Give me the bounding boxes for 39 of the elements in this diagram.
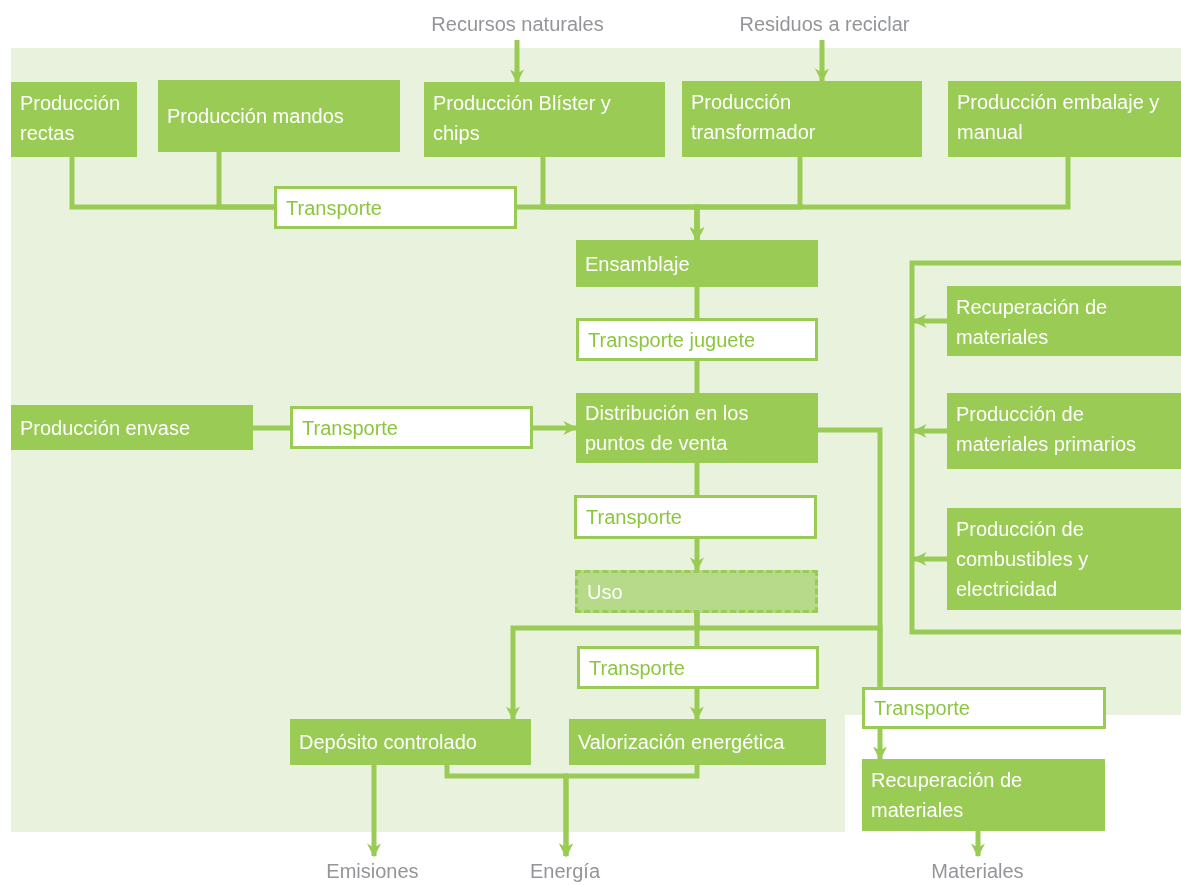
process-box: Producción Blíster y chips bbox=[424, 82, 665, 157]
flow-label: Energía bbox=[500, 856, 630, 885]
arrow bbox=[510, 40, 524, 84]
transport-box: Transporte juguete bbox=[576, 318, 818, 361]
process-box: Producción embalaje y manual bbox=[948, 81, 1181, 157]
arrow bbox=[367, 765, 381, 858]
use-box: Uso bbox=[575, 570, 818, 613]
transport-box: Transporte bbox=[574, 495, 817, 539]
arrow bbox=[559, 765, 700, 858]
flow-label: Recursos naturales bbox=[405, 8, 630, 40]
arrow bbox=[912, 552, 947, 566]
arrow bbox=[690, 689, 704, 721]
flow-label: Materiales bbox=[900, 856, 1055, 885]
transport-box: Transporte bbox=[290, 406, 533, 449]
arrow bbox=[815, 40, 829, 83]
flow-label: Residuos a reciclar bbox=[712, 8, 937, 40]
process-box: Recuperación de materiales bbox=[947, 286, 1181, 356]
process-box: Valorización energética bbox=[569, 719, 826, 765]
process-box: Producción rectas bbox=[11, 82, 137, 157]
arrow bbox=[533, 421, 578, 435]
flow-label: Emisiones bbox=[300, 856, 445, 885]
arrow bbox=[690, 157, 1071, 242]
process-box: Producción de materiales primarios bbox=[947, 393, 1181, 469]
transport-box: Transporte bbox=[577, 646, 819, 689]
arrow bbox=[690, 539, 704, 572]
arrow bbox=[912, 314, 947, 328]
arrow bbox=[912, 424, 947, 438]
process-box: Recuperación de materiales bbox=[862, 759, 1105, 831]
process-box: Depósito controlado bbox=[290, 719, 531, 765]
arrow bbox=[873, 729, 887, 761]
process-box: Producción de combustibles y electricidad bbox=[947, 508, 1181, 610]
transport-box: Transporte bbox=[274, 186, 517, 229]
process-box: Producción envase bbox=[11, 405, 253, 450]
process-box: Distribución en los puntos de venta bbox=[576, 393, 818, 463]
arrow bbox=[971, 831, 985, 858]
process-box: Producción mandos bbox=[158, 80, 400, 152]
process-box: Ensamblaje bbox=[576, 240, 818, 287]
transport-box: Transporte bbox=[862, 687, 1106, 729]
process-box: Producción transformador bbox=[682, 81, 922, 157]
